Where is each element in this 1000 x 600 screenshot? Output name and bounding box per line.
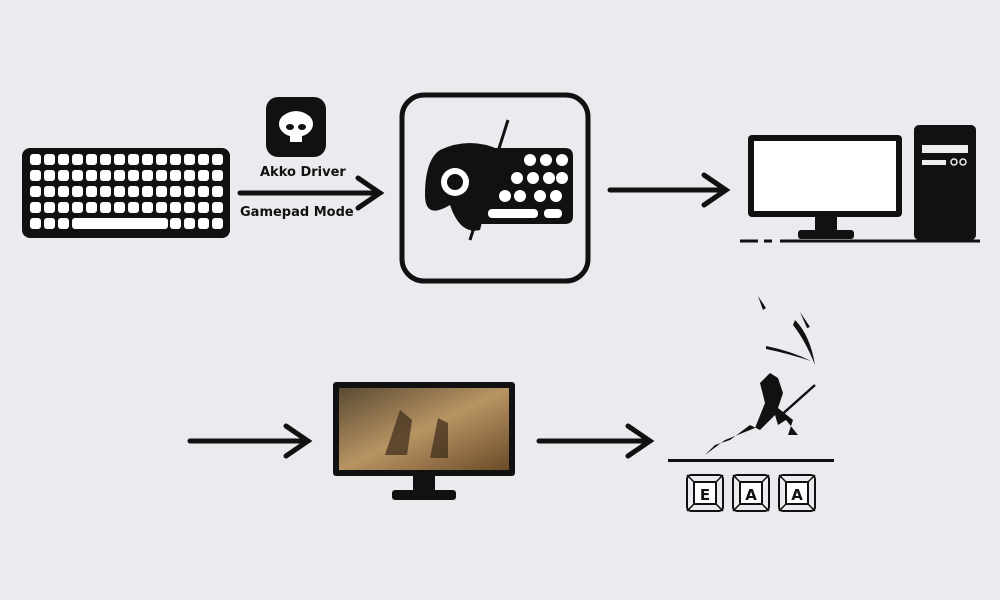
key — [30, 218, 41, 229]
key — [212, 218, 223, 229]
desktop-computer-icon — [740, 125, 980, 243]
keycap-label: A — [791, 486, 803, 504]
keyboard-icon — [22, 148, 230, 238]
key — [142, 202, 153, 213]
key — [72, 170, 83, 181]
key — [550, 190, 562, 202]
key — [58, 202, 69, 213]
key — [212, 202, 223, 213]
key — [142, 154, 153, 165]
key — [170, 202, 181, 213]
key — [156, 154, 167, 165]
key — [212, 186, 223, 197]
key — [100, 154, 111, 165]
key — [170, 170, 181, 181]
key — [156, 170, 167, 181]
key — [142, 170, 153, 181]
key — [499, 190, 511, 202]
key — [212, 170, 223, 181]
key — [156, 202, 167, 213]
key — [86, 186, 97, 197]
key — [30, 186, 41, 197]
key — [100, 202, 111, 213]
key — [58, 218, 69, 229]
key — [543, 172, 555, 184]
key — [30, 170, 41, 181]
key — [128, 154, 139, 165]
key — [100, 186, 111, 197]
key — [534, 190, 546, 202]
arrow-right-icon — [237, 175, 385, 211]
key — [544, 209, 562, 218]
key — [44, 154, 55, 165]
key — [86, 170, 97, 181]
key — [128, 170, 139, 181]
key — [511, 172, 523, 184]
key — [142, 186, 153, 197]
key — [58, 186, 69, 197]
samurai-silhouette-icon — [668, 296, 834, 462]
key — [72, 218, 168, 229]
keycap-label: A — [745, 486, 757, 504]
arrow-right-icon — [607, 172, 731, 208]
key — [114, 186, 125, 197]
key — [44, 202, 55, 213]
key — [212, 154, 223, 165]
key — [184, 202, 195, 213]
key — [540, 154, 552, 166]
key — [488, 209, 538, 218]
key — [114, 170, 125, 181]
key — [198, 218, 209, 229]
key — [524, 154, 536, 166]
keycap-a: A — [778, 474, 816, 512]
key — [184, 154, 195, 165]
key — [86, 202, 97, 213]
key — [198, 170, 209, 181]
keycap-e: E — [686, 474, 724, 512]
key — [170, 186, 181, 197]
key — [114, 154, 125, 165]
key — [170, 218, 181, 229]
key — [58, 170, 69, 181]
key — [184, 170, 195, 181]
key — [30, 154, 41, 165]
key — [128, 186, 139, 197]
key — [514, 190, 526, 202]
key — [184, 218, 195, 229]
key — [156, 186, 167, 197]
akko-skull-logo-icon — [266, 97, 326, 157]
gamepad-keyboard-icon — [399, 92, 591, 284]
game-monitor-icon — [333, 382, 515, 500]
key — [114, 202, 125, 213]
key — [198, 186, 209, 197]
key — [556, 172, 568, 184]
key — [58, 154, 69, 165]
key — [198, 202, 209, 213]
key — [198, 154, 209, 165]
key — [527, 172, 539, 184]
key — [86, 154, 97, 165]
arrow-right-icon — [187, 423, 313, 459]
key — [184, 186, 195, 197]
key — [72, 202, 83, 213]
key — [44, 218, 55, 229]
key — [30, 202, 41, 213]
arrow-right-icon — [536, 423, 655, 459]
key — [72, 186, 83, 197]
keycap-label: E — [700, 486, 710, 504]
driver-label: Akko Driver — [260, 165, 346, 180]
key — [100, 170, 111, 181]
key — [170, 154, 181, 165]
mode-label: Gamepad Mode — [240, 205, 354, 220]
key — [128, 202, 139, 213]
key — [556, 154, 568, 166]
keycap-a: A — [732, 474, 770, 512]
key — [44, 186, 55, 197]
key — [44, 170, 55, 181]
key — [72, 154, 83, 165]
